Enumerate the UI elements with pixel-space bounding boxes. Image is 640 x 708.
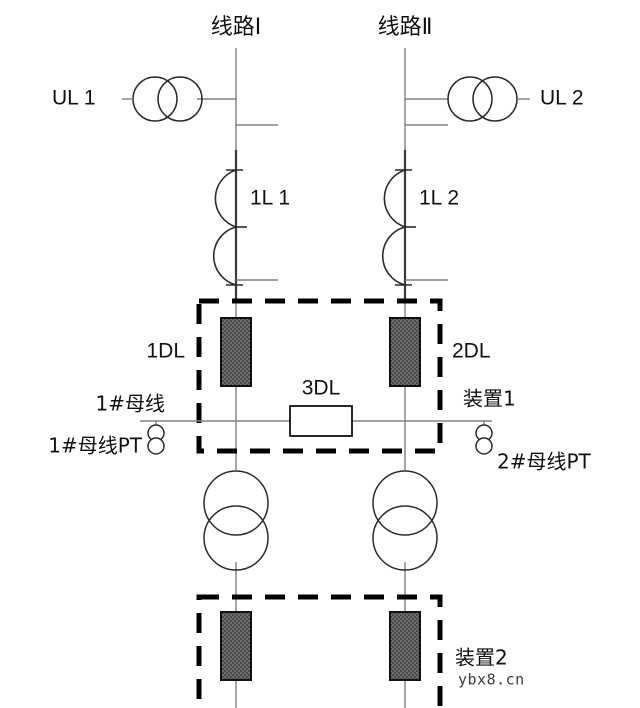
load-transformer-left-winding-upper [203, 470, 269, 536]
load-transformer-right-winding-upper [372, 470, 438, 536]
breaker-lower-right-symbol [389, 611, 421, 681]
line-2-title: 线路Ⅱ [378, 15, 433, 40]
transformer-winding-secondary-left [157, 76, 203, 122]
load-transformer-left-winding-lower [203, 505, 269, 571]
reactor-left [212, 169, 247, 286]
tie-breaker-3dl-symbol [289, 405, 353, 437]
breaker-1dl-symbol [220, 317, 252, 387]
breaker-2dl-symbol [389, 317, 421, 387]
reactor-label-1l1: 1L 1 [250, 187, 290, 210]
breaker-label-1dl: 1DL [146, 340, 185, 363]
bus-label-1: 1#母线 [96, 392, 165, 416]
load-transformer-right [372, 470, 438, 571]
protection-zone-2-dashed-box [196, 594, 443, 708]
breaker-label-2dl: 2DL [452, 340, 491, 363]
bus-pt-left [147, 421, 165, 455]
device-label-1: 装置1 [463, 387, 516, 411]
source-label-ul1: UL 1 [52, 87, 96, 110]
source-transformer-left [122, 76, 203, 122]
protection-zone-1-dashed-box [196, 298, 443, 454]
reactor-arc-right-1 [383, 169, 406, 228]
device-label-2: 装置2 [455, 646, 508, 670]
site-watermark: ybx8.cn [458, 671, 525, 689]
reactor-arc-left-2 [212, 226, 237, 286]
bus-pt-right [475, 421, 493, 455]
bus-pt-label-1: 1#母线PT [48, 434, 143, 458]
source-transformer-right [447, 76, 530, 122]
pt-left-winding-lower [147, 437, 165, 455]
bus-pt-label-2: 2#母线PT [497, 450, 592, 474]
pt-right-winding-lower [475, 437, 493, 455]
breaker-label-3dl: 3DL [302, 377, 341, 400]
load-transformer-right-winding-lower [372, 505, 438, 571]
source-label-ul2: UL 2 [540, 87, 584, 110]
reactor-arc-left-1 [214, 169, 237, 228]
transformer-winding-primary-right [447, 76, 493, 122]
load-transformer-left [203, 470, 269, 571]
reactor-label-1l2: 1L 2 [419, 187, 459, 210]
reactor-right [381, 169, 416, 286]
reactor-arc-right-2 [381, 226, 406, 286]
line-1-title: 线路Ⅰ [211, 15, 262, 40]
breaker-lower-left-symbol [220, 611, 252, 681]
